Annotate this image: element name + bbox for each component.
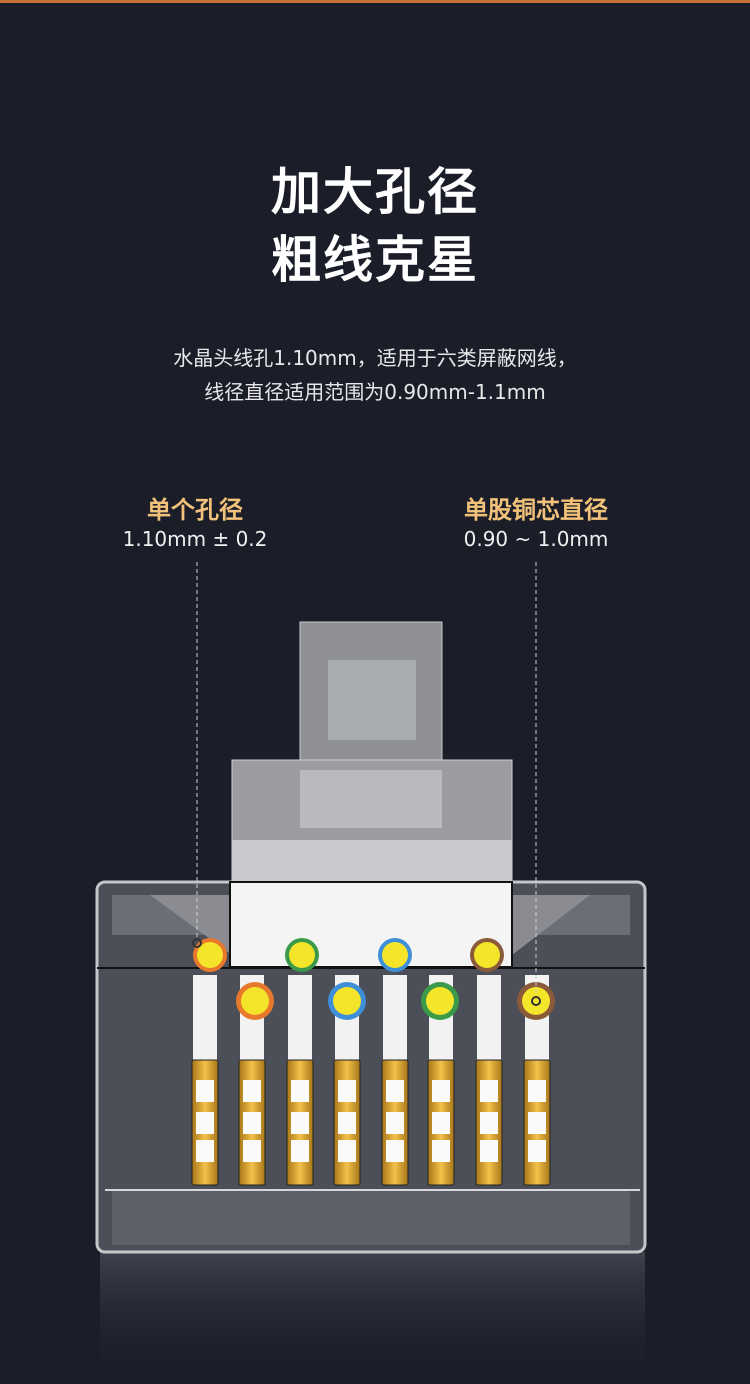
copper-core-top	[289, 942, 315, 968]
callout-hole-diameter: 单个孔径 1.10mm ± 0.2	[65, 495, 325, 553]
copper-core-bottom	[522, 987, 550, 1015]
contact-window	[528, 1080, 546, 1102]
contact-window	[338, 1112, 356, 1134]
contact-window	[480, 1112, 498, 1134]
contact-window	[243, 1112, 261, 1134]
callout-heading: 单个孔径	[147, 496, 243, 524]
pin-3	[288, 975, 312, 1065]
callout-heading: 单股铜芯直径	[464, 496, 608, 524]
contact-window	[386, 1080, 404, 1102]
pin-1	[193, 975, 217, 1065]
copper-core-top	[382, 942, 408, 968]
contact-window	[291, 1080, 309, 1102]
description-line-2: 线径直径适用范围为0.90mm-1.1mm	[204, 380, 546, 404]
callout-marker-left	[192, 938, 202, 948]
contact-window	[243, 1140, 261, 1162]
pin-5	[383, 975, 407, 1065]
latch-logo	[328, 660, 416, 740]
contact-window	[338, 1080, 356, 1102]
contact-window	[432, 1080, 450, 1102]
contact-window	[196, 1112, 214, 1134]
top-window	[229, 881, 513, 968]
pin-7	[477, 975, 501, 1065]
contact-window	[291, 1112, 309, 1134]
top-accent-line	[0, 0, 750, 3]
contact-window	[480, 1080, 498, 1102]
copper-core-bottom	[426, 987, 454, 1015]
contact-window	[386, 1112, 404, 1134]
callout-marker-right	[531, 996, 541, 1006]
contact-window	[528, 1140, 546, 1162]
contact-window	[432, 1112, 450, 1134]
copper-core-top	[474, 942, 500, 968]
reflection	[100, 1252, 645, 1384]
callout-value: 0.90 ~ 1.0mm	[463, 527, 609, 551]
copper-core-bottom	[333, 987, 361, 1015]
contact-window	[386, 1140, 404, 1162]
contact-window	[480, 1140, 498, 1162]
title-line-2: 粗线克星	[271, 231, 479, 289]
contact-window	[196, 1140, 214, 1162]
contact-window	[338, 1140, 356, 1162]
contact-window	[291, 1140, 309, 1162]
copper-core-bottom	[241, 987, 269, 1015]
contact-window	[528, 1112, 546, 1134]
description-line-1: 水晶头线孔1.10mm，适用于六类屏蔽网线，	[173, 346, 577, 370]
contact-window	[432, 1140, 450, 1162]
contact-window	[196, 1080, 214, 1102]
contact-window	[243, 1080, 261, 1102]
title-line-1: 加大孔径	[271, 163, 479, 221]
callout-value: 1.10mm ± 0.2	[122, 527, 268, 551]
copper-core-top	[197, 942, 223, 968]
callout-core-diameter: 单股铜芯直径 0.90 ~ 1.0mm	[406, 495, 666, 553]
